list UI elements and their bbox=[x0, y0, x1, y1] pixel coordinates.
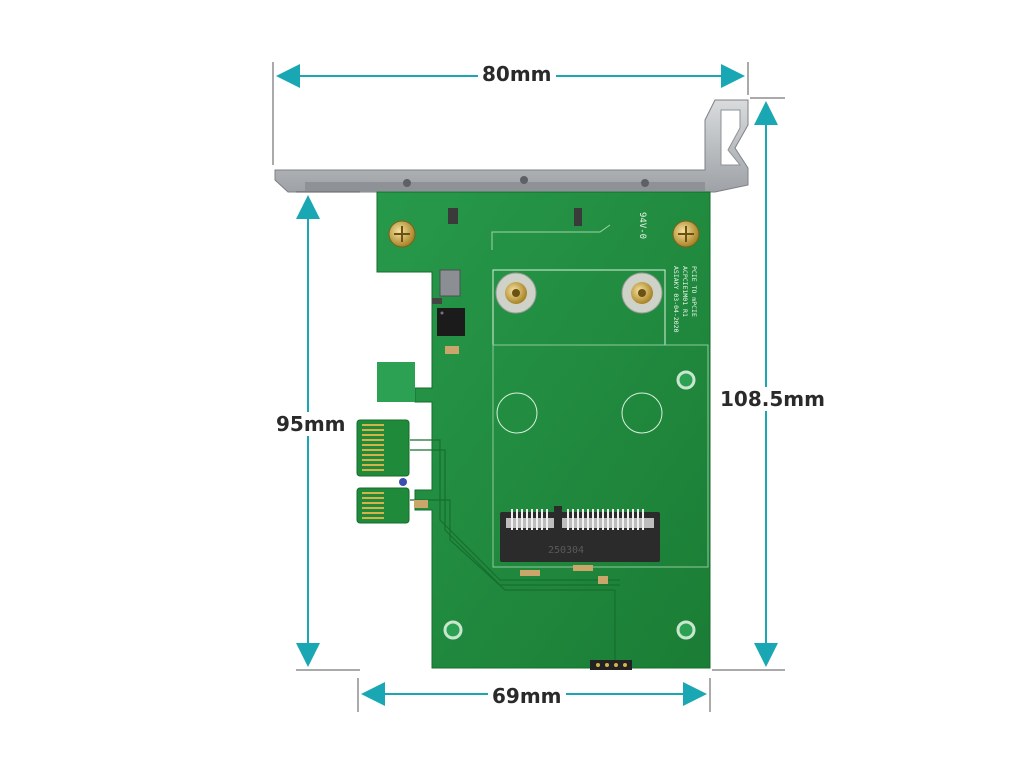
width-80mm-label: 80mm bbox=[478, 62, 556, 86]
pcb-board: 250304 94V-0 PCIE TO mPCIE ACPCIE1M01 R1… bbox=[356, 191, 711, 670]
silk-rating: 94V-0 bbox=[637, 212, 647, 239]
mini-pcie-socket: 250304 bbox=[500, 506, 660, 562]
height-95mm-label: 95mm bbox=[272, 412, 350, 436]
mounting-bracket bbox=[274, 99, 749, 193]
screw-left bbox=[388, 220, 416, 248]
standoff-h1 bbox=[621, 272, 663, 314]
width-69mm-label: 69mm bbox=[488, 684, 566, 708]
pcie-gold-fingers bbox=[362, 424, 384, 519]
silk-line-1: PCIE TO mPCIE bbox=[690, 266, 698, 317]
screw-right bbox=[672, 220, 700, 248]
silk-line-2: ACPCIE1M01 R1 bbox=[681, 266, 689, 317]
socket-marking: 250304 bbox=[548, 545, 584, 556]
standoff-h2 bbox=[495, 272, 537, 314]
silk-line-3: ASIAKY 03-04-2020 bbox=[672, 266, 680, 333]
height-108-5mm-label: 108.5mm bbox=[716, 387, 829, 411]
